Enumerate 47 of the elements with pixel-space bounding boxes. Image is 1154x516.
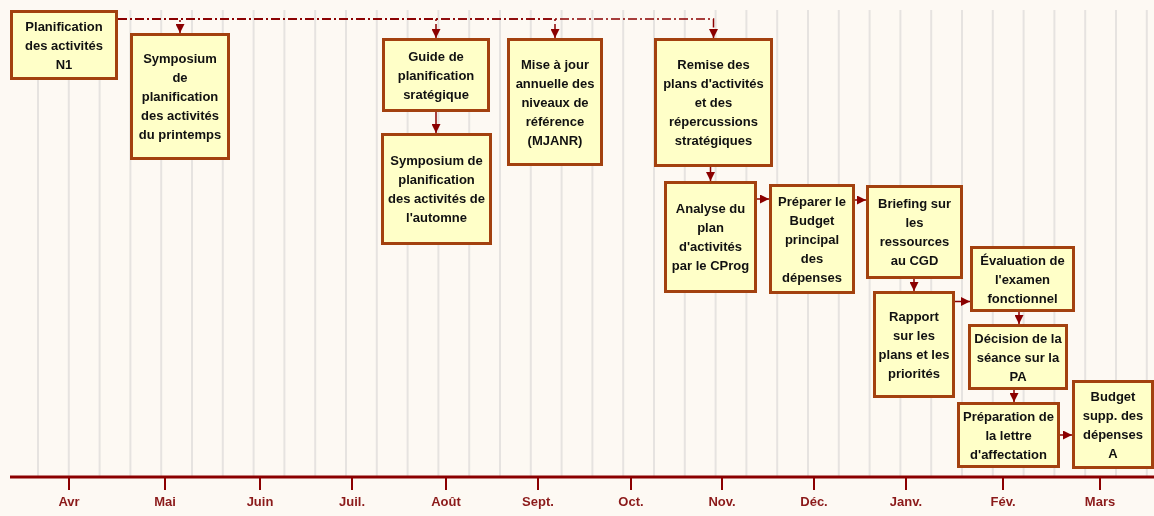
box-text: Évaluation de l'examen fonctionnel (979, 251, 1066, 308)
arrow (1009, 389, 1019, 403)
box-text: Préparer le Budget principal des dépenses (777, 192, 847, 287)
process-box (507, 38, 603, 166)
box-text: Analyse du plan d'activités par le CProg (670, 200, 751, 275)
box-text: Remise des plans d'activités et des répercussions stratégiques (662, 56, 765, 150)
month-label: Avr (58, 494, 80, 509)
process-box (769, 184, 855, 294)
process-box (10, 10, 118, 80)
process-box (1072, 380, 1154, 469)
arrow (756, 194, 770, 204)
month-label: Juin (246, 494, 274, 509)
box-text: Briefing sur les ressources au CGD (877, 195, 952, 270)
box-text: Symposium de planification des activités du printemps (137, 50, 223, 144)
process-box (873, 291, 955, 398)
month-label: Nov. (708, 494, 736, 509)
process-box (866, 185, 963, 279)
process-box (970, 246, 1075, 312)
box-text: Planification des activités N1 (23, 17, 104, 74)
month-label: Déc. (800, 494, 828, 509)
box-text: Guide de planification sratégique (396, 47, 476, 104)
process-box (130, 33, 230, 160)
month-label: Sept. (522, 494, 554, 509)
arrow (909, 278, 919, 292)
arrow (1014, 311, 1024, 325)
month-label: Oct. (618, 494, 644, 509)
process-box (654, 38, 773, 167)
arrow (706, 166, 715, 182)
month-label: Mai (154, 494, 176, 509)
month-label: Août (431, 494, 461, 509)
month-label: Juil. (339, 494, 365, 509)
month-label: Mars (1084, 494, 1116, 509)
month-label: Janv. (889, 494, 923, 509)
arrow (954, 297, 971, 306)
arrow (431, 111, 441, 134)
box-text: Préparation de la lettre d'affectation (962, 407, 1055, 464)
box-text: Budget supp. des dépenses A (1081, 387, 1145, 463)
arrow (854, 195, 867, 205)
month-label: Fév. (990, 494, 1016, 509)
process-box (381, 133, 492, 245)
arrow (1059, 430, 1073, 440)
box-text: Symposium de planification des activités de l'automne (387, 152, 486, 227)
box-text: Rapport sur les plans et les priorités (878, 307, 950, 383)
process-box (382, 38, 490, 112)
process-box (664, 181, 757, 293)
box-text: Décision de la séance sur la PA (973, 329, 1063, 386)
box-text: Mise à jour annuelle des niveaux de référence (MJANR) (514, 55, 596, 150)
